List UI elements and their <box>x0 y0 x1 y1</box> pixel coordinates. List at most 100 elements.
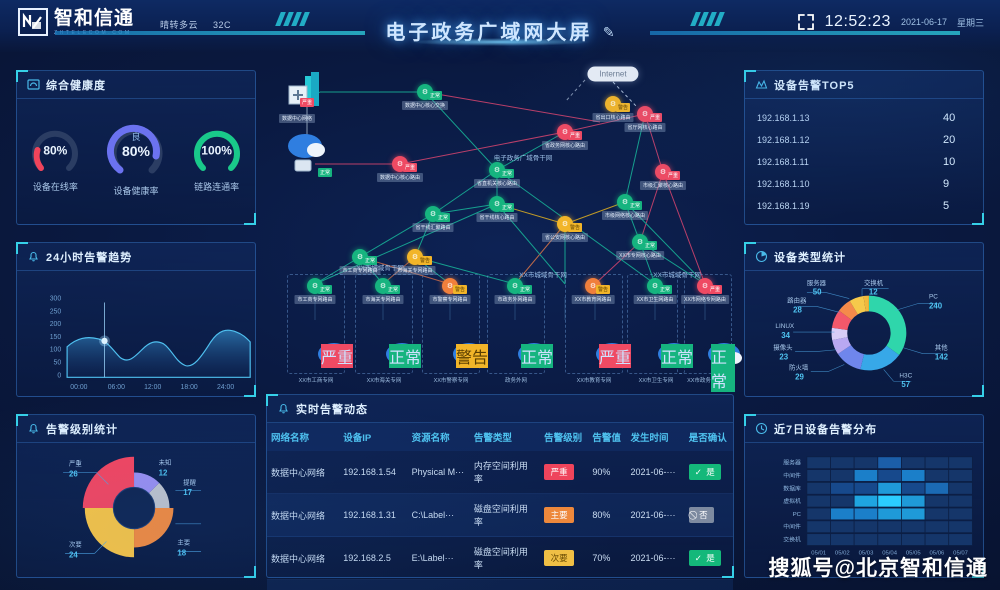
ack-badge[interactable]: ✓ 是 <box>688 550 721 566</box>
cell-resource: C:\Label··· <box>407 493 470 537</box>
cell-ack: ⃠ 否 <box>684 493 733 537</box>
ack-badge[interactable]: ⃠ 否 <box>688 507 714 523</box>
cell-resource: D:\Label··· <box>407 579 470 590</box>
list-item[interactable]: 192.168.1.11 10 <box>757 153 971 170</box>
header-line-right <box>650 31 960 35</box>
hm-row-0: 服务器 <box>783 459 801 467</box>
svg-text:PC: PC <box>929 294 938 301</box>
svg-text:23: 23 <box>779 353 788 362</box>
topology-node[interactable]: ⚙警告 省出口核心路由 <box>592 96 634 122</box>
status-badge: 主要 <box>544 507 575 523</box>
topology-node[interactable]: ⚙警告 省公安网核心路由 <box>541 216 589 242</box>
network-topology[interactable]: 严重 数据中心网络 正常 Internet 电子政务广域骨干网 XX市城域骨干网… <box>265 52 742 392</box>
table-row[interactable]: 数据中心网络 192.168.2.5 E:\Label··· 磁盘空间利用率 次… <box>267 536 733 580</box>
fullscreen-icon[interactable] <box>797 13 815 31</box>
topology-node[interactable]: ⚙正常 市海关专网路由 <box>362 278 404 304</box>
cell-type: 磁盘空间利用率 <box>469 579 541 590</box>
title-glow <box>410 38 590 46</box>
topology-node[interactable]: ⚙警告 市海关专网路由 <box>394 249 436 275</box>
topology-node[interactable]: ⚙正常 数据中心核心交换 <box>401 84 449 110</box>
table-row[interactable]: 数据中心网络 192.168.1.31 C:\Label··· 磁盘空间利用率 … <box>267 493 733 537</box>
col-ack: 是否确认 <box>684 423 733 451</box>
device-type-donut-chart: 交换机 12 服务器 50 路由器 28 LINUX 34 摄像头 23 防火墙… <box>773 278 948 389</box>
topology-node[interactable]: ⚙正常 XX市专网核心路由 <box>616 234 664 260</box>
svg-text:05/05: 05/05 <box>906 550 921 556</box>
topology-node[interactable]: ⚙正常 市政务外网路由 <box>494 278 536 304</box>
cell-network: 数据中心网络 <box>267 493 340 537</box>
alarm-table: 网络名称 设备IP 资源名称 告警类型 告警级别 告警值 发生时间 是否确认 数… <box>267 423 733 590</box>
list-item[interactable]: 192.168.1.12 20 <box>757 131 971 148</box>
top5-bar-track <box>829 113 936 122</box>
gauge-label: 设备在线率 <box>32 182 78 192</box>
cell-ack: ✓ 是 <box>684 451 733 494</box>
alarm-trend-chart: 300 250 200 150 100 50 0 00:00 06:00 12:… <box>50 296 251 391</box>
cell-network: 数据中心网络 <box>267 451 340 494</box>
cell-ip: 192.168.1.54 <box>339 451 408 494</box>
ack-badge[interactable]: ✓ 是 <box>688 464 721 480</box>
metro-label-1: XX市城域骨干网 <box>356 265 404 272</box>
gauge-ring: 良 80% <box>106 120 166 180</box>
topology-node[interactable]: ⚙警告 XX市教育网路由 <box>571 278 615 304</box>
top5-value: 9 <box>943 177 950 190</box>
svg-text:24:00: 24:00 <box>217 384 234 391</box>
list-item[interactable]: 192.168.1.10 9 <box>757 175 971 192</box>
top5-list: 192.168.1.13 40 192.168.1.12 20 192.168.… <box>745 99 983 225</box>
table-row[interactable]: 网管中心 192.168.1.41 D:\Label··· 磁盘空间利用率 未知… <box>267 579 733 590</box>
hm-row-6: 交换机 <box>783 536 801 544</box>
gauge-health-rate: 良 80% 设备健康率 <box>106 120 166 197</box>
panel-alarm-table-body: 网络名称 设备IP 资源名称 告警类型 告警级别 告警值 发生时间 是否确认 数… <box>267 423 733 590</box>
topology-node[interactable]: ⚙正常 市工商专网路由 <box>339 249 381 275</box>
cloud-status-badge: 严重 <box>599 344 632 368</box>
weather-desc: 晴转多云 <box>160 20 199 30</box>
cell-type: 磁盘空间利用率 <box>469 536 541 580</box>
topology-node[interactable]: ⚙警告 市警察专网路由 <box>429 278 471 304</box>
topology-node[interactable]: ⚙严重 XX市网络专网路由 <box>681 278 729 304</box>
panel-alarm-level: 告警级别统计 <box>16 414 256 578</box>
topology-group: XX市政务专网 <box>677 274 732 384</box>
logo-mark-icon <box>18 8 48 36</box>
list-item[interactable]: 192.168.1.13 40 <box>757 109 971 126</box>
topology-node[interactable]: ⚙严重 数据中心核心路由 <box>376 156 424 182</box>
topology-node[interactable]: ⚙正常 省直机关核心路由 <box>473 162 521 188</box>
dashboard-header: 智和信通 ZHTELECOM.COM 晴转多云 32C 电子政务广域网大屏 ✎ <box>0 0 1000 52</box>
dashboard-icon <box>27 78 40 91</box>
col-type: 告警类型 <box>469 423 541 451</box>
topology-group: XX市警察专网 <box>422 274 480 384</box>
svg-text:LINUX: LINUX <box>775 323 795 330</box>
bell-icon <box>27 422 40 435</box>
list-item[interactable]: 192.168.1.19 5 <box>757 197 971 214</box>
topology-node[interactable]: ⚙正常 市工商专网路由 <box>294 278 336 304</box>
gauge-ring: 80% <box>29 124 81 176</box>
backbone-label: 电子政务广域骨干网 <box>493 155 553 162</box>
svg-text:26: 26 <box>69 470 78 479</box>
gauge-label: 链路连通率 <box>194 182 240 192</box>
topology-node[interactable]: ⚙正常 XX市卫生网路由 <box>633 278 677 304</box>
cloud-status-badge: 严重 <box>321 344 354 368</box>
gauge-sub-label: 良 <box>131 131 141 142</box>
topology-group: XX市工商专网 <box>287 274 345 384</box>
panel-top5-header: 设备告警TOP5 <box>745 71 983 99</box>
cell-time: 2021-06-··· <box>626 579 685 590</box>
table-row[interactable]: 数据中心网络 192.168.1.54 Physical M··· 内存空间利用… <box>267 451 733 494</box>
alarm-heatmap-chart: 服务器 中间件 数据库 虚拟机 PC 中间件 交换机 05/01 05/02 0… <box>783 456 973 556</box>
cell-resource: Physical M··· <box>407 451 470 494</box>
topology-node[interactable]: ⚙严重 市级汇聚核心路由 <box>639 164 687 190</box>
topology-node[interactable]: ⚙正常 省干线汇聚路由 <box>412 206 454 232</box>
panel-realtime-alarms: 实时告警动态 网络名称 设备IP 资源名称 告警类型 告警级别 告警值 发生时 <box>266 394 734 590</box>
cell-time: 2021-06-··· <box>626 493 685 537</box>
node-badge-datacenter: 严重 <box>299 98 315 107</box>
panel-health: 综合健康度 80% 设备在线率 <box>16 70 256 225</box>
topology-node[interactable]: ⚙正常 省干线核心路由 <box>476 196 518 222</box>
topology-node[interactable]: ⚙严重 省厅网核心路由 <box>624 106 666 132</box>
top5-ip: 192.168.1.19 <box>757 200 810 211</box>
cell-type: 内存空间利用率 <box>469 451 541 494</box>
topology-node[interactable]: ⚙正常 市级网络核心路由 <box>601 194 649 220</box>
header-line-left <box>55 31 365 35</box>
table-header-row: 网络名称 设备IP 资源名称 告警类型 告警级别 告警值 发生时间 是否确认 <box>267 423 733 451</box>
cell-ack: ⃠ 否 <box>684 579 733 590</box>
internet-cloud-label: Internet <box>587 66 639 82</box>
pencil-icon[interactable]: ✎ <box>602 24 615 40</box>
topology-node[interactable]: ⚙严重 省政务网核心路由 <box>541 124 589 150</box>
svg-text:34: 34 <box>781 331 790 340</box>
